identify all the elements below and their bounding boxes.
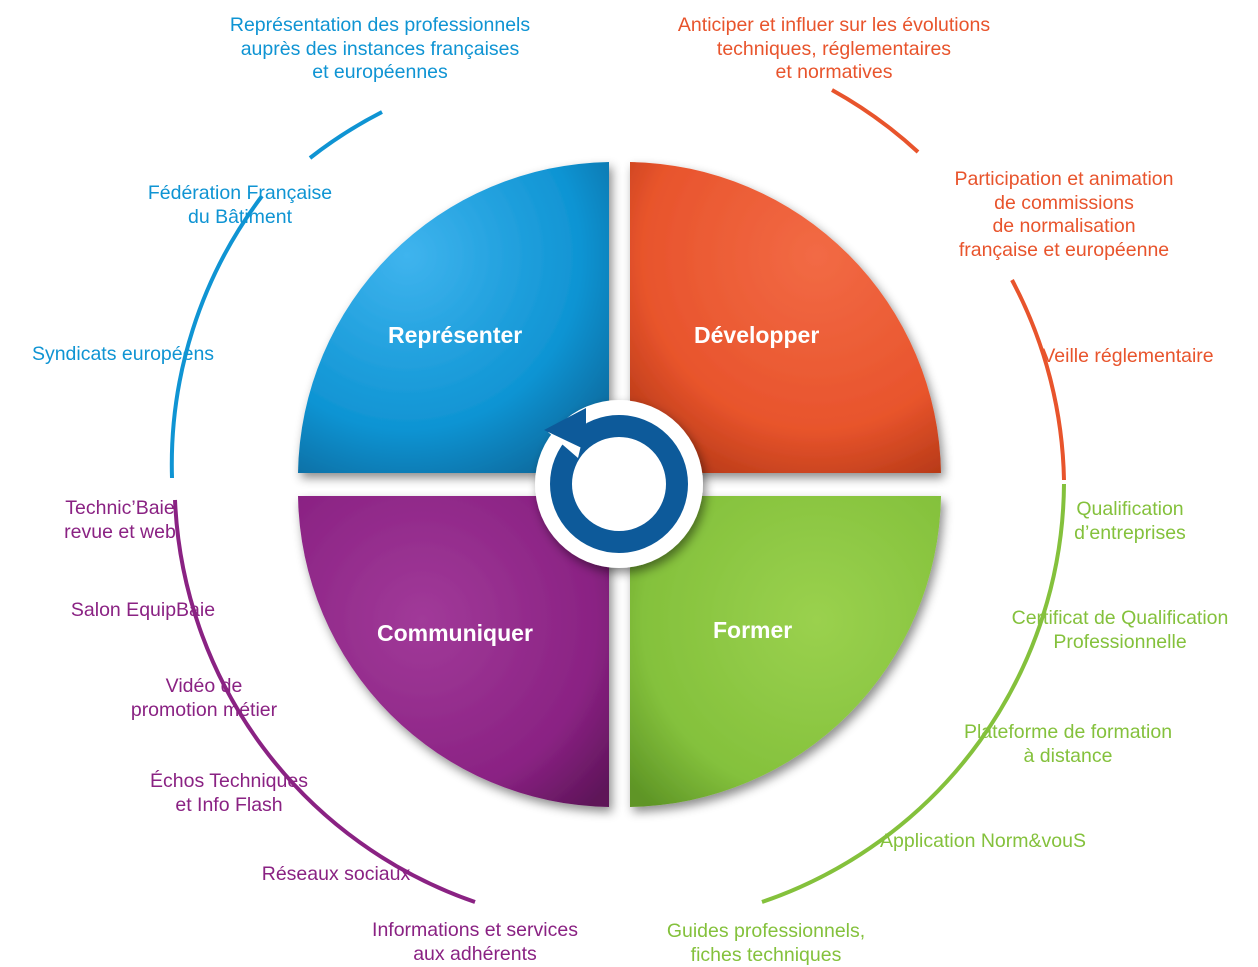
label-technic-baie: Technic’Baie revue et web [64, 497, 176, 543]
ring-arc-green [761, 483, 1066, 904]
label-anticiper-influer: Anticiper et influer sur les évolutions … [677, 14, 991, 83]
ring-arc-blue-left [169, 194, 264, 479]
label-informations-services: Informations et services aux adhérents [372, 919, 578, 965]
cycle-arrow-icon [535, 400, 703, 568]
ring-arc-orange-right [1010, 279, 1066, 481]
label-representation-professionnels: Représentation des professionnels auprès… [229, 14, 531, 83]
label-participation-normalisation: Participation et animation de commission… [954, 168, 1174, 261]
label-guides-professionnels: Guides professionnels, fiches techniques [666, 920, 866, 966]
label-qualification-entreprises: Qualification d’entreprises [1074, 498, 1186, 544]
quadrant-title-former: Former [713, 617, 793, 643]
label-syndicats-europeens: Syndicats européens [31, 343, 215, 365]
quadrant-developper [630, 162, 941, 473]
label-veille-reglementaire: Veille réglementaire [1042, 345, 1214, 367]
label-echos-techniques: Échos Techniques et Info Flash [150, 770, 308, 816]
label-certificat-qualification: Certificat de Qualification Professionne… [1011, 607, 1229, 653]
quadrant-representer [298, 162, 609, 473]
ring-arc-blue-top [308, 110, 383, 160]
quadrant-title-representer: Représenter [388, 322, 523, 348]
ring-arc-purple [173, 499, 476, 904]
quadrant-former [630, 496, 941, 807]
quadrant-communiquer [298, 496, 609, 807]
label-federation-francaise-batiment: Fédération Française du Bâtiment [147, 182, 333, 228]
label-application-normvous: Application Norm&vouS [880, 830, 1086, 852]
quadrant-title-developper: Développer [694, 322, 820, 348]
ring-arc-orange-top [831, 88, 920, 154]
label-reseaux-sociaux: Réseaux sociaux [261, 863, 411, 885]
label-plateforme-formation: Plateforme de formation à distance [963, 721, 1173, 767]
label-video-promotion: Vidéo de promotion métier [130, 675, 278, 721]
label-salon-equipbaie: Salon EquipBaie [70, 599, 216, 621]
quadrant-title-communiquer: Communiquer [377, 620, 533, 646]
